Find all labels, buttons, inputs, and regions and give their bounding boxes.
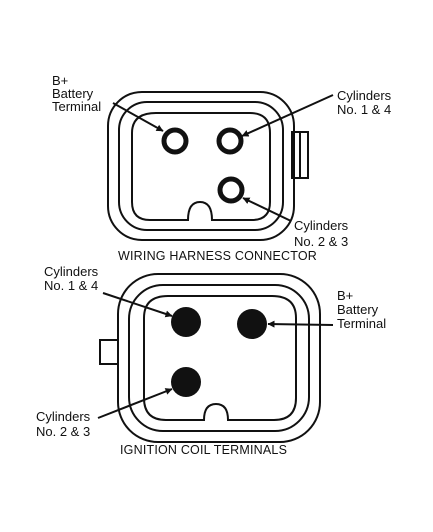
harness-cylinders-1-4-leader <box>241 94 334 137</box>
harness-cylinders-2-3-leader <box>242 197 292 222</box>
harness-b-plus-label: B+ Battery Terminal <box>52 73 101 114</box>
harness-cylinders-1-4-label: Cylinders No. 1 & 4 <box>337 88 395 117</box>
coil-b-plus-label: B+ Battery Terminal <box>337 288 386 331</box>
harness-middle-outline <box>118 101 284 231</box>
coil-inner-outline <box>143 295 297 421</box>
coil-caption: IGNITION COIL TERMINALS <box>120 443 287 457</box>
harness-b-plus-leader <box>112 102 164 132</box>
coil-cylinders-1-4-label: Cylinders No. 1 & 4 <box>44 264 102 293</box>
harness-b-plus-terminal <box>161 127 189 155</box>
harness-cylinders-1-4-terminal <box>216 127 244 155</box>
coil-middle-outline <box>128 284 310 432</box>
coil-cylinders-2-3-leader <box>97 388 173 419</box>
coil-outer-outline <box>117 273 321 443</box>
coil-side-tab <box>99 339 119 365</box>
harness-outer-outline <box>107 91 295 241</box>
harness-inner-outline <box>131 112 271 221</box>
harness-cylinders-2-3-terminal <box>217 176 245 204</box>
coil-cylinders-2-3-label: Cylinders No. 2 & 3 <box>36 409 94 439</box>
coil-b-plus-leader <box>267 320 334 328</box>
ignition-coil-terminals: Cylinders No. 1 & 4 B+ Battery Terminal … <box>36 264 386 457</box>
coil-cylinders-1-4-terminal <box>171 307 201 337</box>
harness-cylinders-2-3-label: Cylinders No. 2 & 3 <box>294 218 352 249</box>
harness-caption: WIRING HARNESS CONNECTOR <box>118 249 317 263</box>
coil-b-plus-terminal <box>237 309 267 339</box>
wiring-harness-connector: B+ Battery Terminal Cylinders No. 1 & 4 … <box>52 73 395 263</box>
coil-cylinders-2-3-terminal <box>171 367 201 397</box>
coil-cylinders-1-4-leader <box>102 292 173 318</box>
